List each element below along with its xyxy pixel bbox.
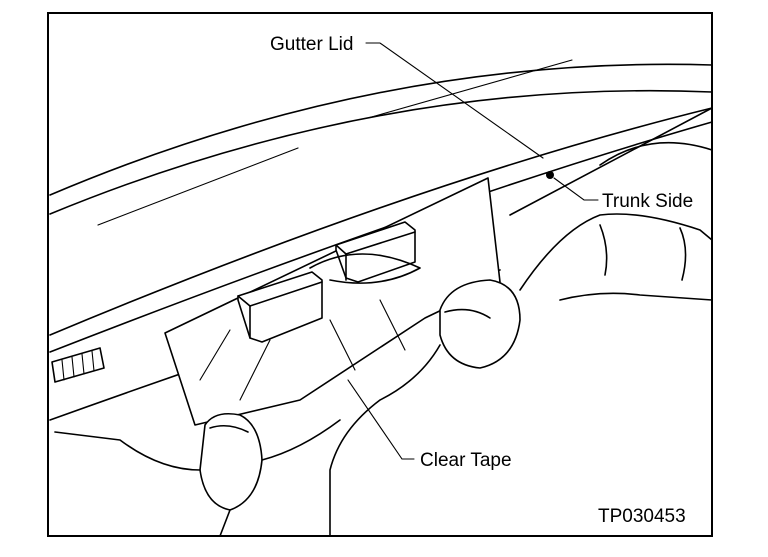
- leader-lines: [347, 42, 599, 460]
- label-trunk-side: Trunk Side: [602, 191, 693, 212]
- clip-left: [237, 271, 323, 343]
- label-clear-tape: Clear Tape: [420, 450, 512, 471]
- label-gutter-lid: Gutter Lid: [270, 34, 353, 55]
- right-hand: [329, 213, 713, 537]
- bolt: [51, 347, 105, 383]
- clear-tape: [164, 177, 501, 426]
- clip-right: [335, 221, 416, 283]
- left-hand: [54, 412, 341, 537]
- figure-id: TP030453: [598, 506, 686, 527]
- trunk-side-marker: [546, 171, 554, 179]
- tape-loop: [309, 253, 421, 284]
